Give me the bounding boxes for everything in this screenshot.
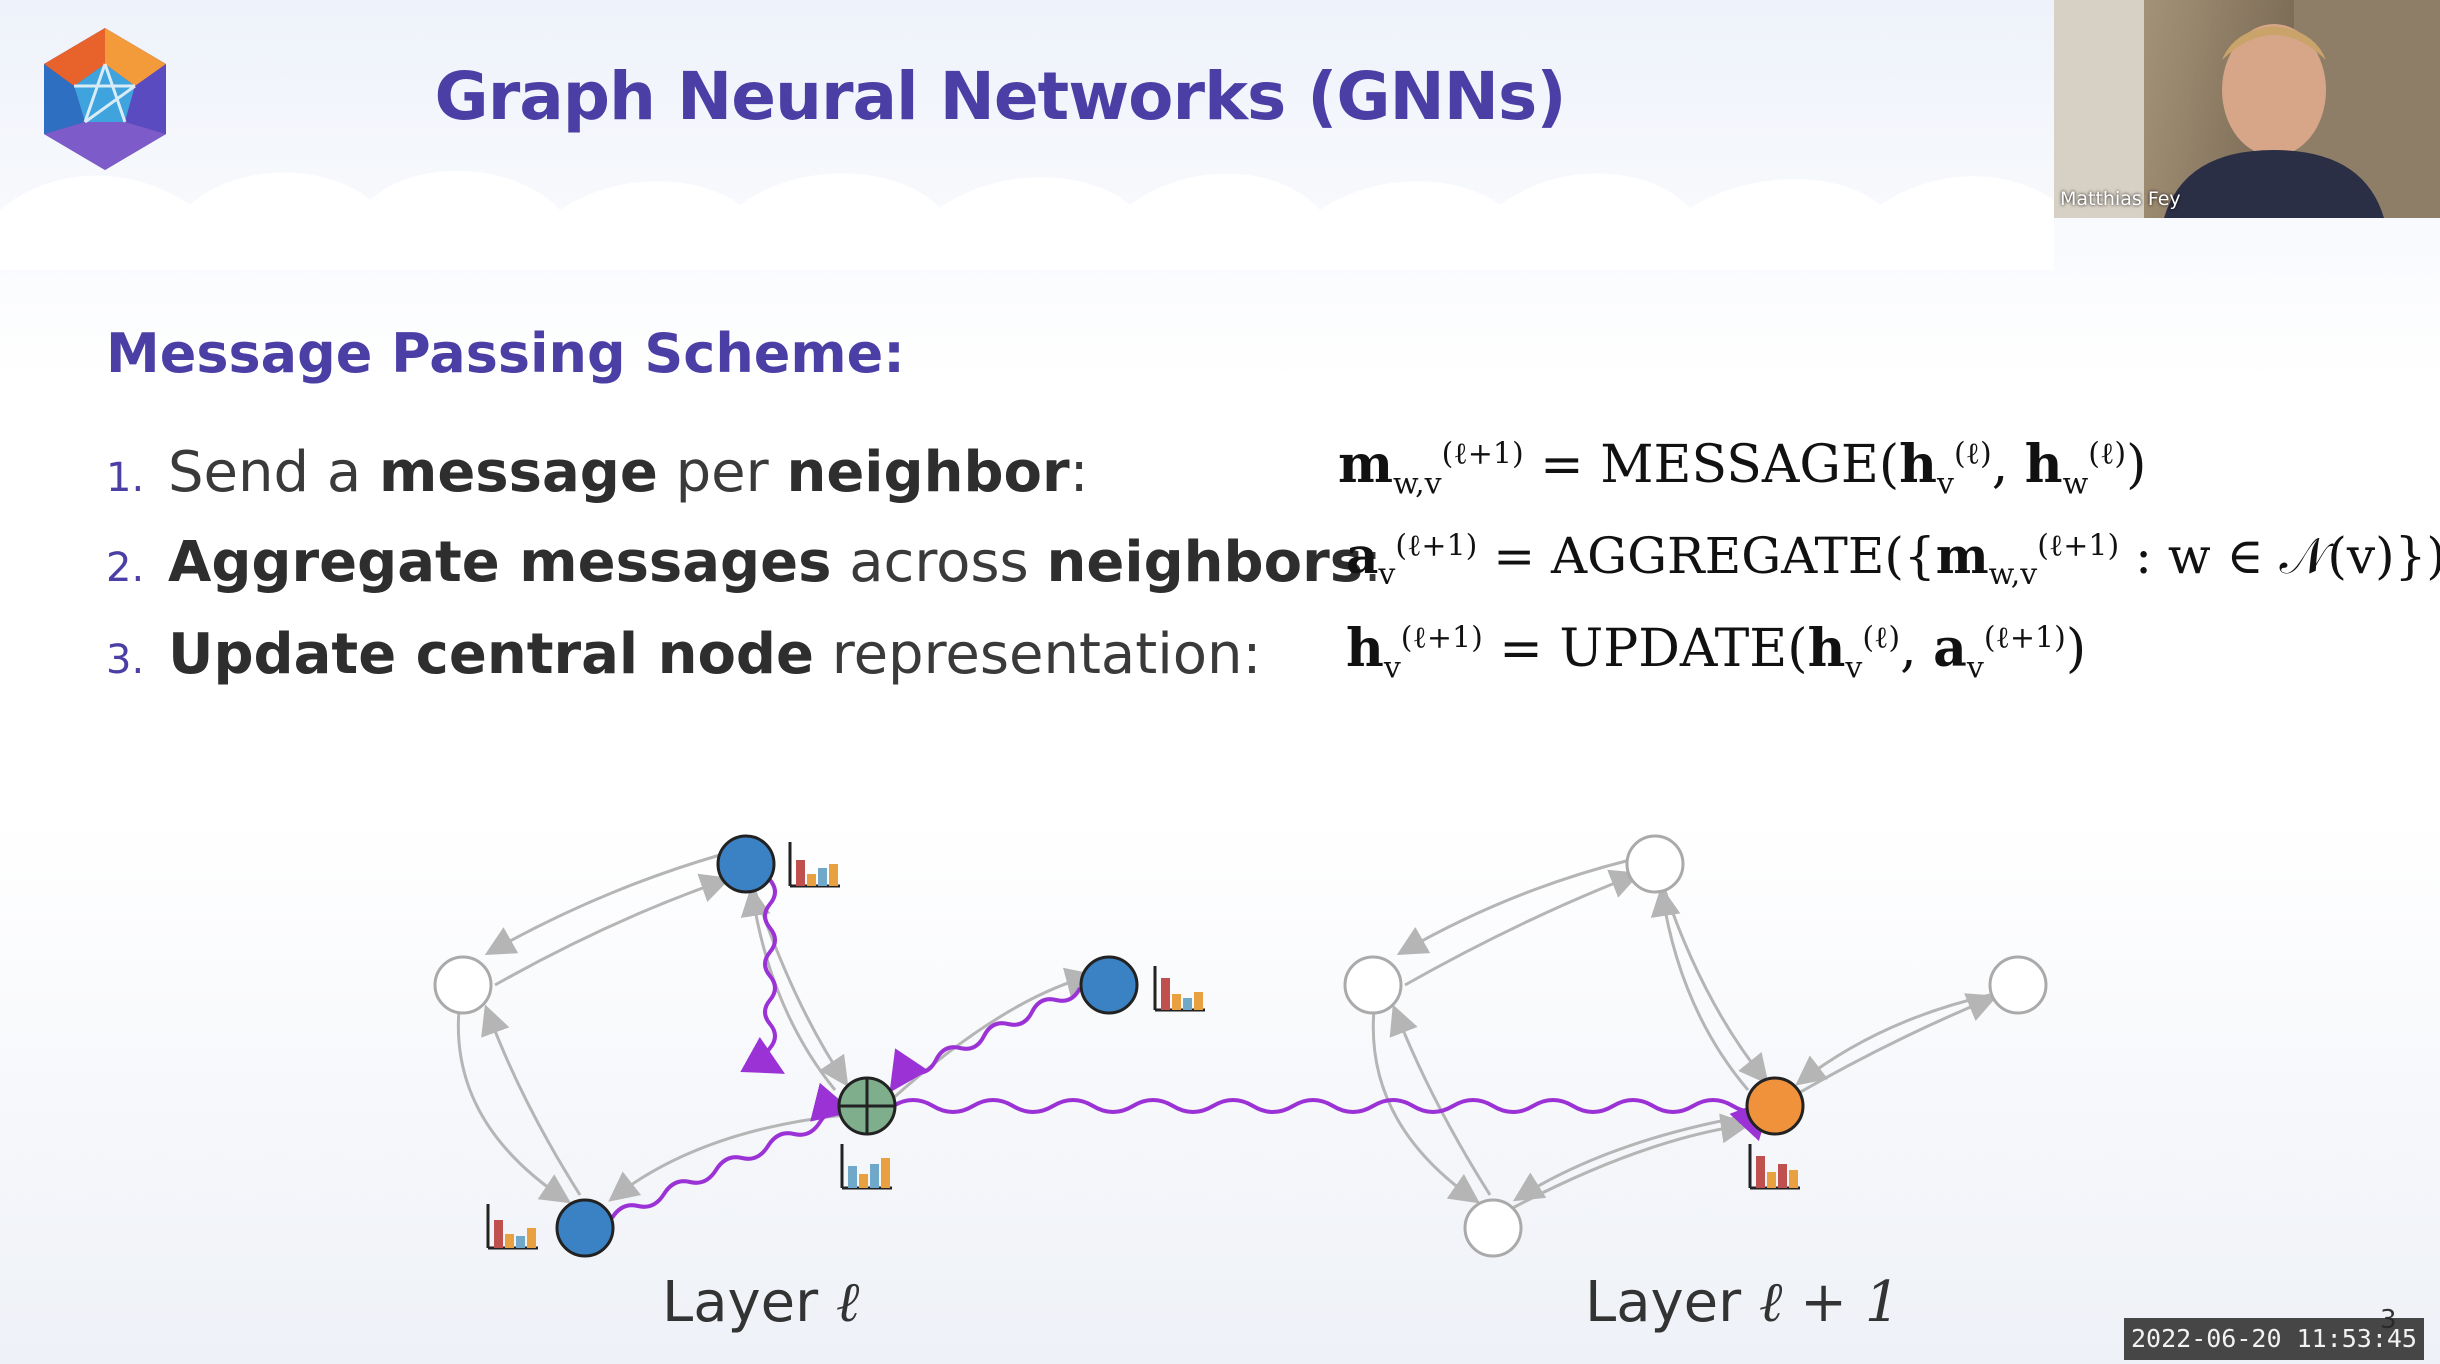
presenter-avatar-icon <box>2054 0 2440 218</box>
edge <box>1389 1004 1492 1196</box>
edge <box>1512 1113 1753 1202</box>
edge <box>608 1113 846 1202</box>
presenter-name: Matthias Fey <box>2060 188 2181 210</box>
edge <box>878 967 1096 1112</box>
edge <box>1789 993 1998 1100</box>
message-arrow <box>610 1082 854 1220</box>
feature-bars-icon <box>486 1204 538 1250</box>
edge <box>1504 1113 1751 1214</box>
edge <box>456 999 572 1204</box>
step-3: 3.Update central node representation: <box>106 622 1262 687</box>
edge <box>748 875 849 1087</box>
update-formula: hv(ℓ+1) = UPDATE(hv(ℓ), av(ℓ+1)) <box>1346 618 2087 686</box>
node-empty <box>1463 1198 1523 1258</box>
oplus-icon <box>840 1079 894 1133</box>
cloud-band <box>0 170 2054 270</box>
edge <box>1650 886 1750 1091</box>
layer-label-right: Layer ℓ + 1 <box>1585 1270 1901 1335</box>
aggregate-formula: av(ℓ+1) = AGGREGATE({mw,v(ℓ+1) : w ∈ 𝒩(v… <box>1346 526 2440 592</box>
message-formula: mw,v(ℓ+1) = MESSAGE(hv(ℓ), hw(ℓ)) <box>1338 434 2147 502</box>
feature-bars-icon <box>840 1144 892 1190</box>
edge <box>740 886 837 1091</box>
node-empty <box>1625 834 1685 894</box>
node-empty <box>1343 955 1403 1015</box>
edge <box>484 853 721 955</box>
edge <box>481 1004 582 1196</box>
message-arrow <box>740 878 785 1074</box>
edge <box>1371 999 1480 1204</box>
pyg-logo-icon <box>44 28 166 170</box>
feature-bars-icon <box>788 842 840 888</box>
step-1: 1.Send a message per neighbor: <box>106 440 1089 505</box>
feature-bars-icon <box>1748 1144 1800 1190</box>
feature-bars-icon <box>1153 966 1205 1012</box>
node-blue <box>555 1198 615 1258</box>
node-orange <box>1745 1076 1805 1136</box>
step-2: 2.Aggregate messages across neighbors: <box>106 530 1382 595</box>
presenter-webcam: Matthias Fey <box>2054 0 2440 218</box>
edge <box>1658 875 1769 1085</box>
edge <box>494 873 731 987</box>
node-empty <box>433 955 493 1015</box>
edge <box>1404 869 1641 987</box>
message-arrow <box>889 987 1082 1093</box>
node-empty <box>1988 955 2048 1015</box>
node-blue <box>716 834 776 894</box>
section-heading: Message Passing Scheme: <box>106 322 905 385</box>
node-blue <box>1079 955 1139 1015</box>
layer-label-left: Layer ℓ <box>662 1270 860 1335</box>
recording-timestamp: 2022-06-20 11:53:45 <box>2124 1318 2424 1360</box>
message-arrow <box>891 1098 1772 1142</box>
edge <box>1795 993 1991 1086</box>
slide-title: Graph Neural Networks (GNNs) <box>434 58 1567 135</box>
edge <box>1396 858 1631 955</box>
